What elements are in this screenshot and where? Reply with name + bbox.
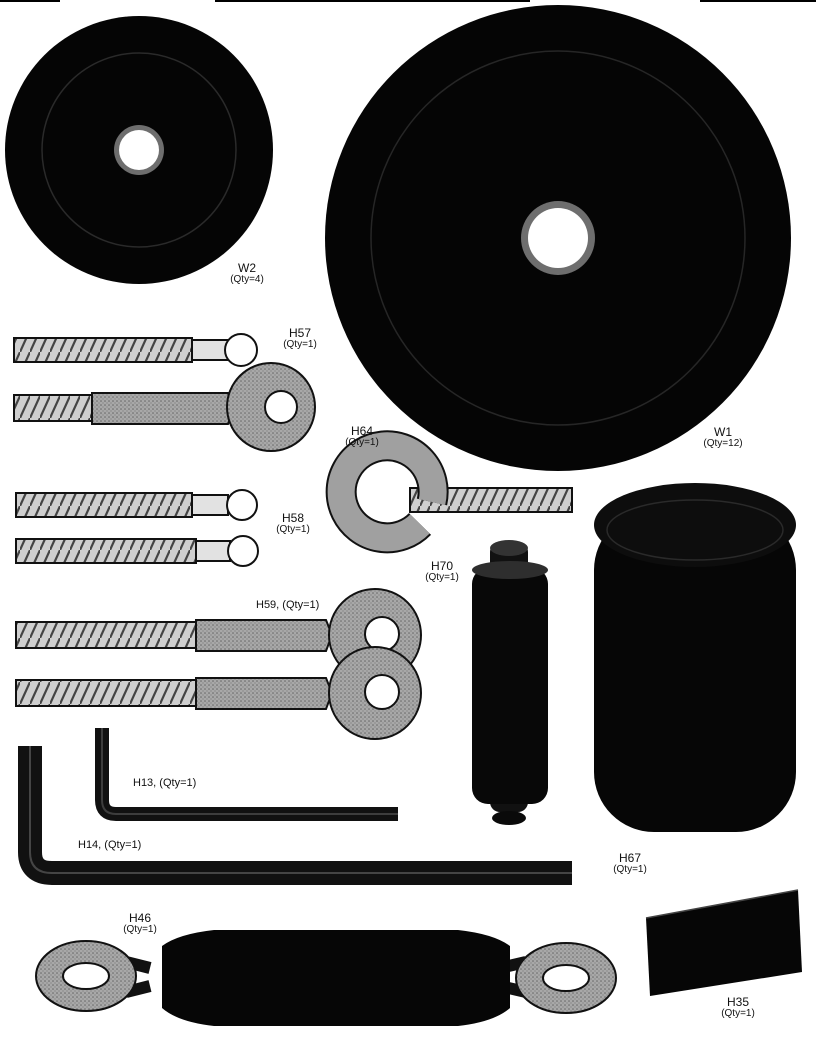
label-h35: H35 (Qty=1) xyxy=(708,996,768,1019)
label-h35-code: H35 xyxy=(726,995,749,1009)
block-h35 xyxy=(645,889,802,996)
label-h14: H14, (Qty=1) xyxy=(78,839,142,851)
label-h58-code: H58 xyxy=(281,511,304,525)
cable-h57-eye-end xyxy=(13,362,316,452)
label-h67-code: H67 xyxy=(618,851,641,865)
label-h46-code: H46 xyxy=(128,911,151,925)
label-w2: W2 (Qty=4) xyxy=(217,262,277,285)
top-edge-marks xyxy=(0,0,816,2)
hex-key-h14 xyxy=(18,746,572,885)
label-h58-qty: (Qty=1) xyxy=(276,523,310,535)
cylinder-h67 xyxy=(594,483,796,832)
label-w1-qty: (Qty=12) xyxy=(703,437,743,449)
label-w2-qty: (Qty=4) xyxy=(230,273,264,285)
label-h70-qty: (Qty=1) xyxy=(425,571,459,583)
cable-h59-lower xyxy=(15,646,422,740)
label-h67: H67 (Qty=1) xyxy=(600,852,660,875)
label-h64: H64 (Qty=1) xyxy=(332,425,392,448)
label-h64-qty: (Qty=1) xyxy=(345,436,379,448)
label-h46: H46 (Qty=1) xyxy=(110,912,170,935)
label-h13: H13, (Qty=1) xyxy=(133,777,197,789)
weight-plate-w2 xyxy=(5,16,273,284)
label-h35-qty: (Qty=1) xyxy=(721,1007,755,1019)
cable-h58-lower xyxy=(15,535,259,567)
label-h58: H58 (Qty=1) xyxy=(263,512,323,535)
cable-h57-ball-end xyxy=(13,333,258,367)
label-w2-code: W2 xyxy=(238,261,256,275)
weight-plate-w1 xyxy=(325,5,791,471)
turnbuckle-h46 xyxy=(35,930,617,1026)
label-h59: H59, (Qty=1) xyxy=(256,599,320,611)
label-h70: H70 (Qty=1) xyxy=(412,560,472,583)
label-w1-code: W1 xyxy=(714,425,732,439)
label-h64-code: H64 xyxy=(350,424,373,438)
hex-key-h13 xyxy=(95,728,398,821)
cable-h58-upper xyxy=(15,489,258,521)
label-w1: W1 (Qty=12) xyxy=(688,426,758,449)
spacer-tube-h70 xyxy=(472,540,548,825)
label-h67-qty: (Qty=1) xyxy=(613,863,647,875)
label-h46-qty: (Qty=1) xyxy=(123,923,157,935)
eye-bolt-h64 xyxy=(325,430,573,554)
label-h57-qty: (Qty=1) xyxy=(283,338,317,350)
label-h57-code: H57 xyxy=(288,326,311,340)
label-h57: H57 (Qty=1) xyxy=(270,327,330,350)
label-h70-code: H70 xyxy=(430,559,453,573)
